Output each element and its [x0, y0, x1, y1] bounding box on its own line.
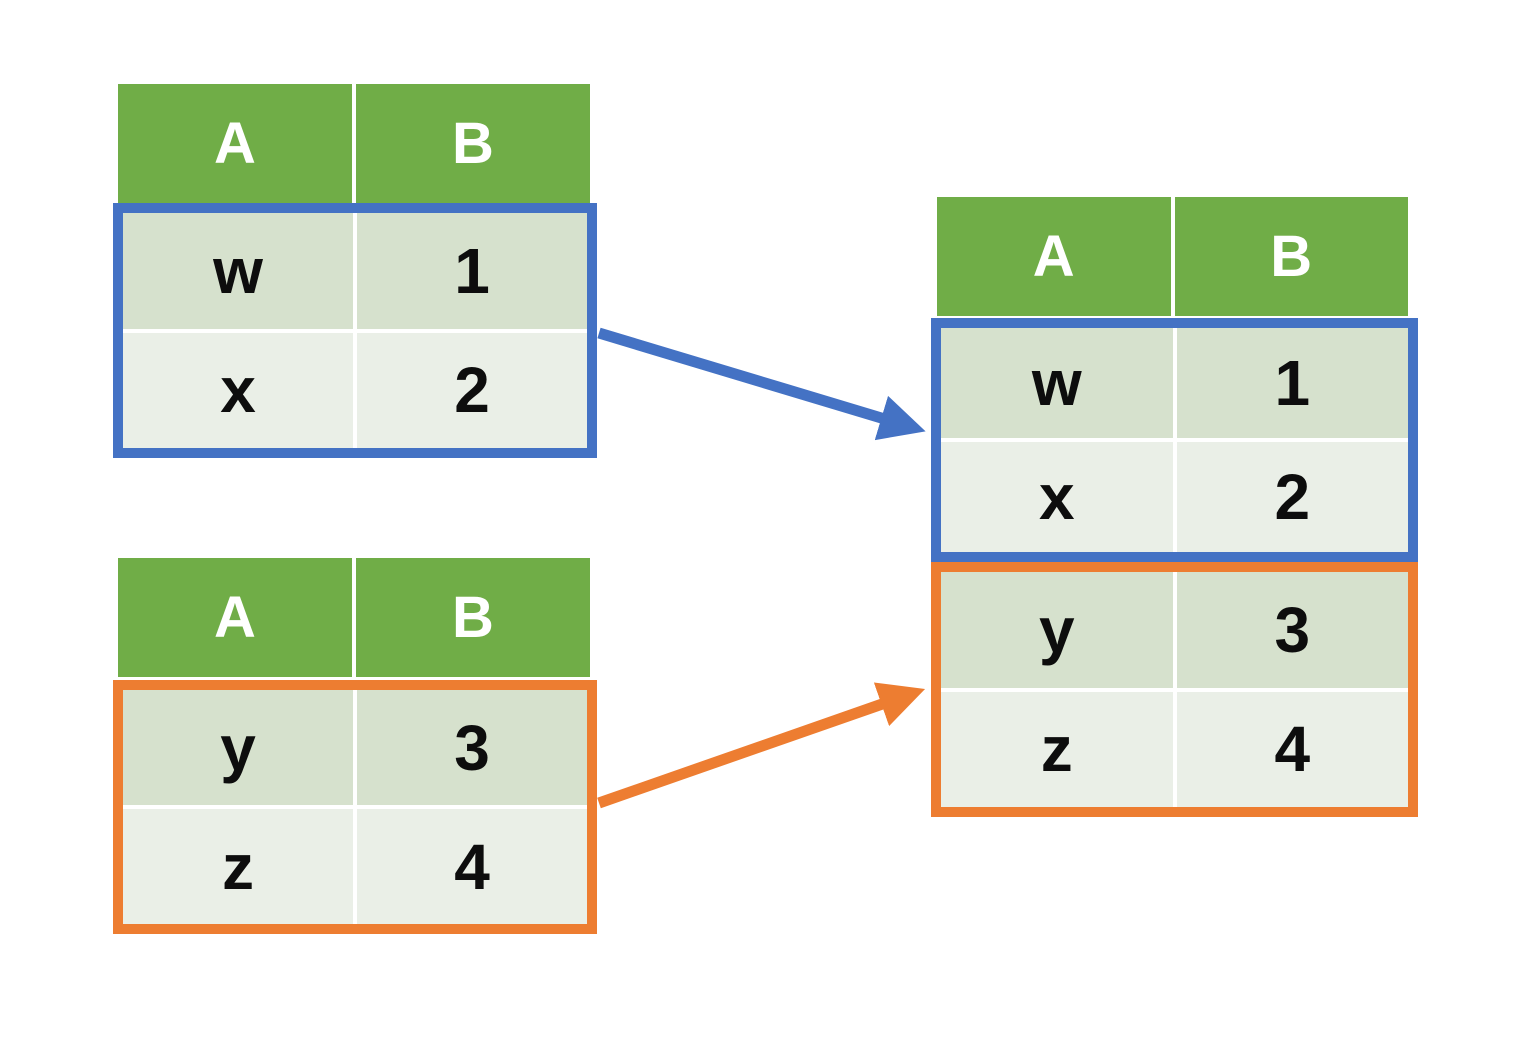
column-header-a: A — [937, 197, 1171, 316]
arrow-orange-icon — [597, 682, 926, 809]
table-cell: 4 — [1176, 691, 1408, 807]
result-table-orange-section: y 3 z 4 — [931, 562, 1418, 817]
result-table-header: A B — [937, 197, 1408, 316]
table-cell: z — [941, 691, 1173, 807]
table-cell: w — [941, 328, 1173, 438]
table-cell: x — [941, 442, 1173, 552]
table-cell: 1 — [357, 213, 587, 329]
top-source-table-header: A B — [118, 84, 590, 203]
bottom-source-table-header: A B — [118, 558, 590, 677]
table-cell: 2 — [357, 332, 587, 448]
column-header-b: B — [1174, 197, 1408, 316]
table-cell: x — [123, 332, 353, 448]
table-cell: 1 — [1176, 328, 1408, 438]
result-table-blue-section: w 1 x 2 — [931, 318, 1418, 562]
table-cell: 4 — [357, 809, 587, 924]
arrow-blue-icon — [597, 327, 926, 441]
column-header-b: B — [356, 558, 590, 677]
top-source-table-body: w 1 x 2 — [113, 203, 597, 458]
column-header-a: A — [118, 558, 352, 677]
column-header-b: B — [356, 84, 590, 203]
table-cell: 2 — [1176, 442, 1408, 552]
bottom-source-table-body: y 3 z 4 — [113, 680, 597, 934]
table-cell: w — [123, 213, 353, 329]
table-cell: y — [123, 690, 353, 805]
table-cell: y — [941, 572, 1173, 688]
column-header-a: A — [118, 84, 352, 203]
table-cell: 3 — [1176, 572, 1408, 688]
table-cell: 3 — [357, 690, 587, 805]
table-cell: z — [123, 809, 353, 924]
